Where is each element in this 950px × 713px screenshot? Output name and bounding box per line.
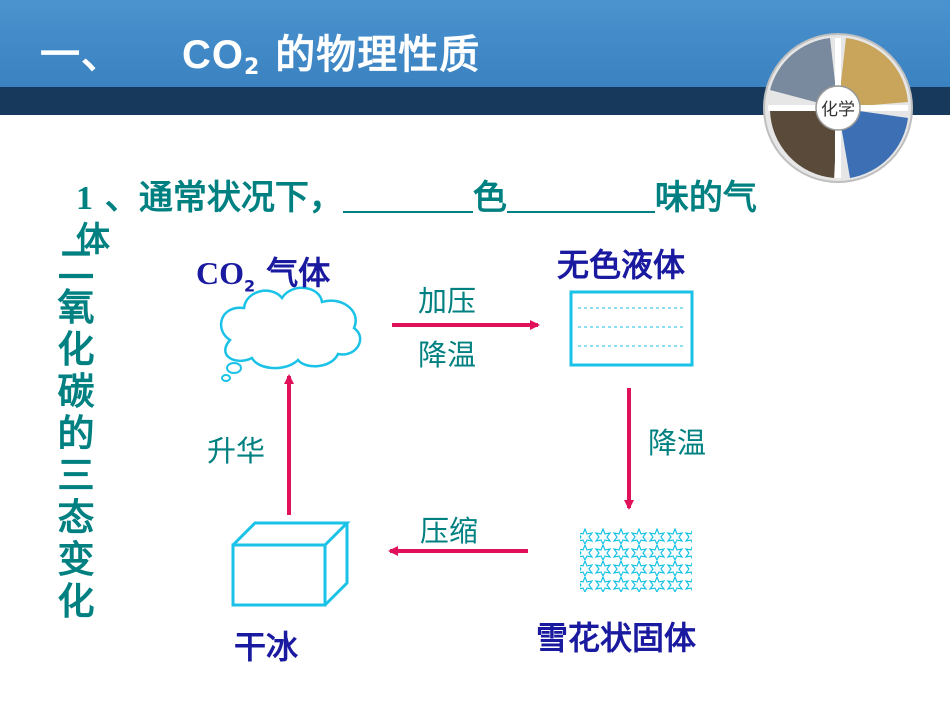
slide-title: 一、 CO2 的物理性质 (40, 22, 480, 80)
side-char: 的 (57, 412, 95, 455)
side-char: 氧 (57, 286, 95, 329)
question-sep: 、 (104, 178, 139, 218)
side-label: 二 氧 化 碳 的 三 态 变 化 (56, 245, 96, 623)
condition-pressurize: 加压 (418, 284, 477, 318)
question-mid: 色 (472, 178, 507, 218)
question-number: 1 (76, 180, 93, 217)
side-char: 化 (57, 328, 95, 371)
condition-cool-1: 降温 (418, 338, 477, 372)
logo-text: 化学 (821, 100, 855, 120)
blank-color[interactable] (342, 181, 473, 213)
condition-sublimation: 升华 (207, 434, 266, 468)
title-co: CO (182, 33, 244, 77)
question-suffix: 味的气 (654, 178, 757, 218)
side-char: 态 (57, 496, 95, 539)
condition-cool-2: 降温 (648, 426, 707, 460)
question-line: 1 、通常状况下， 色 味的气 (76, 170, 757, 219)
question-line-2: 体 (76, 220, 110, 260)
title-rest: 的物理性质 (275, 32, 481, 78)
liquid-container-icon (569, 290, 694, 367)
gas-label: CO2 气体 (196, 248, 330, 295)
title-number: 一、 (40, 32, 122, 78)
side-char: 二 (57, 244, 95, 287)
cloud-bubble (226, 362, 242, 374)
snow-solid-label: 雪花状固体 (536, 619, 697, 657)
side-char: 碳 (57, 370, 95, 413)
side-char: 化 (57, 580, 95, 623)
side-char: 三 (57, 454, 95, 497)
blank-smell[interactable] (506, 181, 655, 213)
gas-rest: 气体 (255, 254, 331, 292)
liquid-label: 无色液体 (557, 246, 686, 284)
snowflake-solid-icon (580, 528, 692, 592)
chemistry-logo: 化学 (763, 33, 913, 183)
question-prefix: 通常状况下， (138, 178, 343, 218)
gas-co: CO (196, 255, 244, 291)
gas-subscript: 2 (244, 276, 256, 296)
dry-ice-label: 干冰 (234, 628, 299, 666)
title-subscript: 2 (244, 55, 261, 80)
cloud-bubble (221, 374, 231, 382)
dry-ice-cube-icon (231, 521, 351, 607)
side-char: 变 (57, 538, 95, 581)
condition-compress: 压缩 (420, 514, 479, 548)
gas-cloud-icon (219, 286, 362, 370)
